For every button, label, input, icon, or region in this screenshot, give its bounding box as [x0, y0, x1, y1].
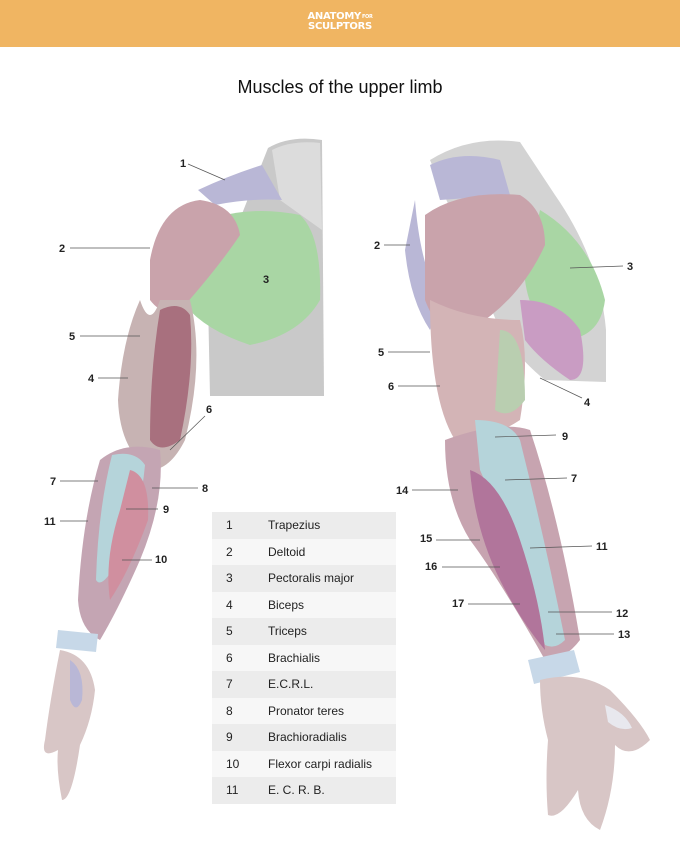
right-label-9: 9 — [562, 431, 568, 443]
left-label-10: 10 — [155, 554, 167, 566]
right-label-11: 11 — [596, 541, 608, 553]
legend-number: 7 — [212, 671, 268, 698]
right-label-2: 2 — [374, 240, 380, 252]
legend-name: E.C.R.L. — [268, 671, 396, 698]
legend-number: 5 — [212, 618, 268, 645]
legend-name: E. C. R. B. — [268, 777, 396, 804]
brand-logo: ANATOMYFOR SCULPTORS — [307, 11, 373, 32]
left-label-6: 6 — [206, 404, 212, 416]
legend-number: 9 — [212, 724, 268, 751]
left-label-11: 11 — [44, 516, 56, 528]
legend-number: 3 — [212, 565, 268, 592]
left-labels: 1 2 3 5 4 6 7 8 9 11 10 — [44, 158, 269, 566]
left-label-9: 9 — [163, 504, 169, 516]
right-label-7: 7 — [571, 473, 577, 485]
legend-number: 2 — [212, 538, 268, 565]
legend-name: Flexor carpi radialis — [268, 750, 396, 777]
right-label-14: 14 — [396, 485, 409, 497]
legend-number: 1 — [212, 512, 268, 539]
left-arm-figure — [43, 138, 324, 800]
right-labels: 2 3 5 6 4 9 14 7 15 11 16 17 12 13 — [374, 240, 633, 641]
left-label-8: 8 — [202, 483, 208, 495]
right-label-3: 3 — [627, 261, 633, 273]
legend-number: 10 — [212, 750, 268, 777]
legend-number: 11 — [212, 777, 268, 804]
right-label-5: 5 — [378, 347, 384, 359]
left-label-3: 3 — [263, 274, 269, 286]
left-label-5: 5 — [69, 331, 75, 343]
right-label-6: 6 — [388, 381, 394, 393]
left-label-7: 7 — [50, 476, 56, 488]
legend-name: Pectoralis major — [268, 565, 396, 592]
right-label-12: 12 — [616, 608, 628, 620]
right-arm-figure — [405, 140, 650, 830]
left-leader-lines — [60, 163, 226, 561]
left-label-4: 4 — [88, 373, 95, 385]
right-label-15: 15 — [420, 533, 432, 545]
legend-name: Brachioradialis — [268, 724, 396, 751]
right-label-4: 4 — [584, 397, 591, 409]
right-label-16: 16 — [425, 561, 437, 573]
page-title: Muscles of the upper limb — [237, 77, 443, 97]
left-label-1: 1 — [180, 158, 186, 170]
legend-name: Trapezius — [268, 512, 396, 539]
legend-number: 6 — [212, 644, 268, 671]
legend-number: 4 — [212, 591, 268, 618]
legend-name: Biceps — [268, 591, 396, 618]
legend-name: Pronator teres — [268, 697, 396, 724]
legend-name: Brachialis — [268, 644, 396, 671]
header-banner — [0, 0, 680, 47]
legend-name: Triceps — [268, 618, 396, 645]
left-label-2: 2 — [59, 243, 65, 255]
legend-number: 8 — [212, 697, 268, 724]
legend-name: Deltoid — [268, 538, 396, 565]
right-label-17: 17 — [452, 598, 464, 610]
right-label-13: 13 — [618, 629, 630, 641]
right-leader-lines — [384, 244, 624, 635]
